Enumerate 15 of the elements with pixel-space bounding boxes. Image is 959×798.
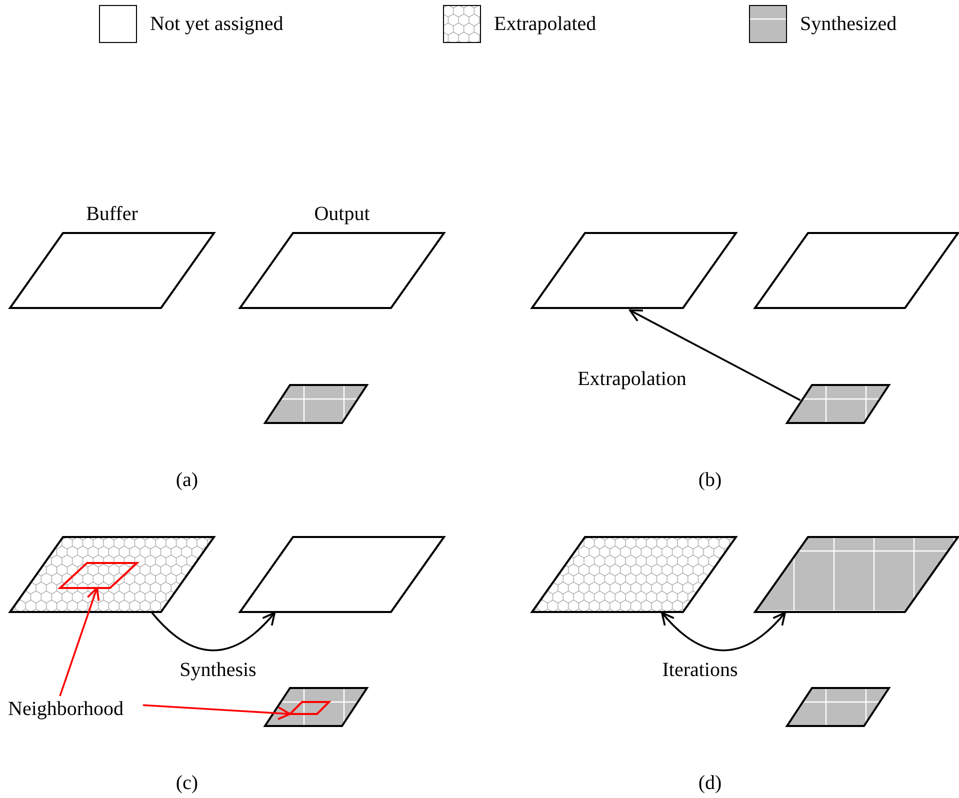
panel-label: (a) xyxy=(176,468,198,492)
arrow xyxy=(151,612,276,652)
callout-text: Neighborhood xyxy=(8,696,124,722)
panel-label: (d) xyxy=(698,771,722,795)
panel-label: (c) xyxy=(176,771,198,795)
leader-line xyxy=(59,587,100,696)
arrow xyxy=(628,309,801,401)
panel-heading: Output xyxy=(313,202,371,227)
legend-label: Not yet assigned xyxy=(150,12,284,36)
arrow xyxy=(661,612,786,652)
legend-label: Extrapolated xyxy=(494,12,596,36)
panel-label: (b) xyxy=(698,468,722,492)
legend-label: Synthesized xyxy=(800,12,897,36)
panel-heading: Buffer xyxy=(85,202,139,227)
leader-line xyxy=(142,704,291,720)
